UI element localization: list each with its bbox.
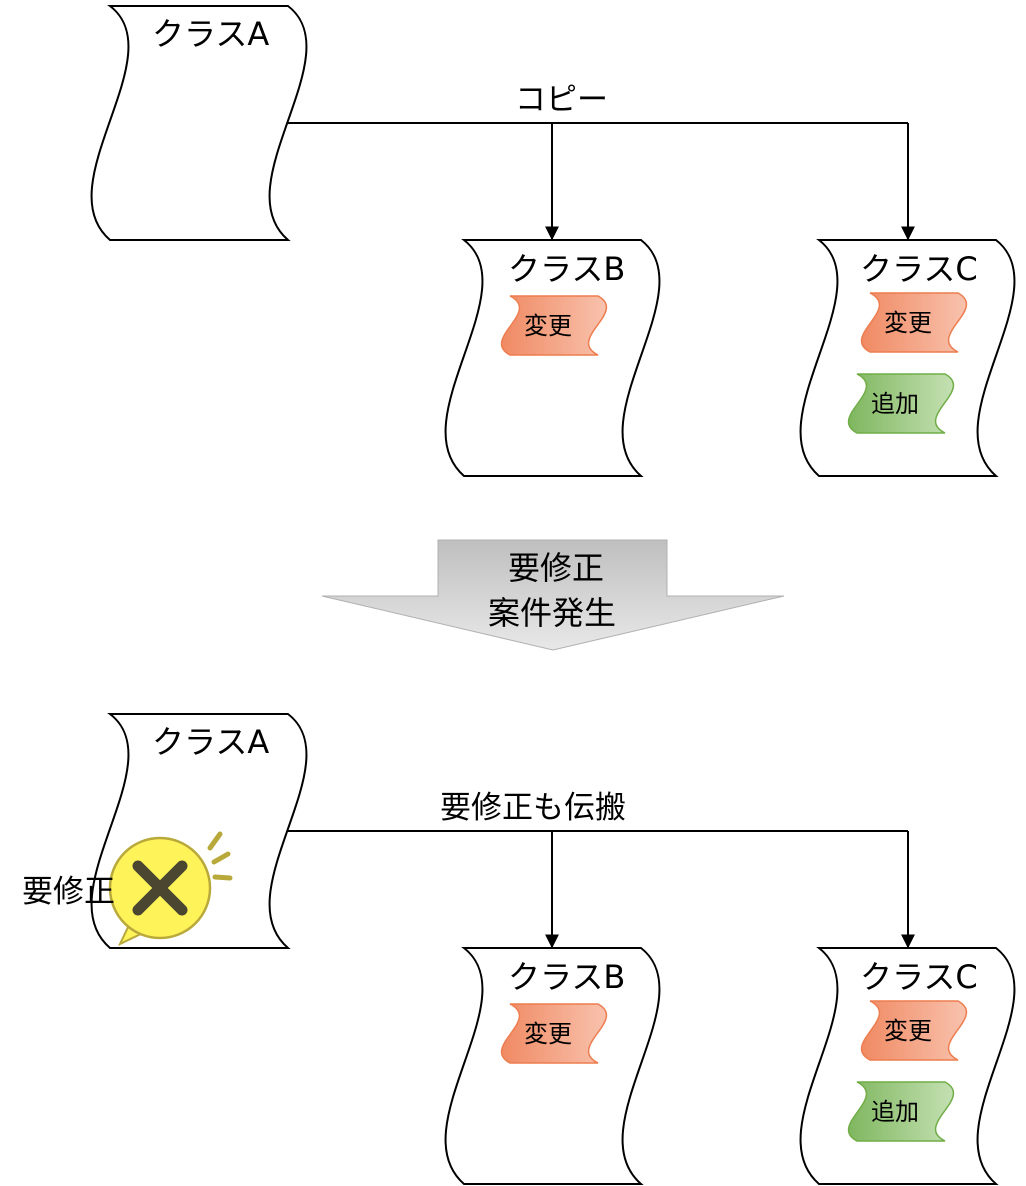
bottom-class-a-label: クラスA bbox=[152, 723, 269, 761]
top-class-a-label: クラスA bbox=[152, 15, 269, 53]
top-class-c-add-shape bbox=[848, 373, 954, 434]
top-class-b-change-shape bbox=[501, 295, 607, 356]
top-class-c-change-label: 変更 bbox=[884, 309, 932, 337]
x-mark-speech-bubble-icon bbox=[108, 831, 233, 947]
top-class-b-shape bbox=[444, 239, 661, 477]
bottom-class-b-change-shape bbox=[501, 1003, 607, 1064]
bottom-propagate-label: 要修正も伝搬 bbox=[440, 790, 626, 826]
top-class-b-change-label: 変更 bbox=[524, 312, 572, 340]
bottom-class-b-change-label: 変更 bbox=[524, 1020, 572, 1048]
bottom-class-c-add-shape bbox=[848, 1081, 954, 1142]
bottom-class-b-label: クラスB bbox=[508, 958, 625, 996]
top-class-c-add-label: 追加 bbox=[871, 390, 919, 418]
top-copy-label: コピー bbox=[515, 82, 608, 118]
top-class-c-change-shape bbox=[861, 292, 967, 353]
bottom-fix-label: 要修正 bbox=[22, 874, 115, 910]
bottom-class-c-label: クラスC bbox=[860, 958, 978, 996]
transition-arrow bbox=[321, 539, 785, 651]
top-class-c-label: クラスC bbox=[860, 250, 978, 288]
transition-label-line2: 案件発生 bbox=[488, 594, 616, 632]
bottom-class-c-change-shape bbox=[861, 1000, 967, 1061]
top-class-a-shape bbox=[90, 5, 308, 241]
top-class-b-label: クラスB bbox=[508, 250, 625, 288]
transition-label-line1: 要修正 bbox=[508, 549, 604, 587]
bottom-class-c-change-label: 変更 bbox=[884, 1017, 932, 1045]
bottom-class-c-add-label: 追加 bbox=[871, 1098, 919, 1126]
bottom-class-b-shape bbox=[444, 947, 661, 1185]
